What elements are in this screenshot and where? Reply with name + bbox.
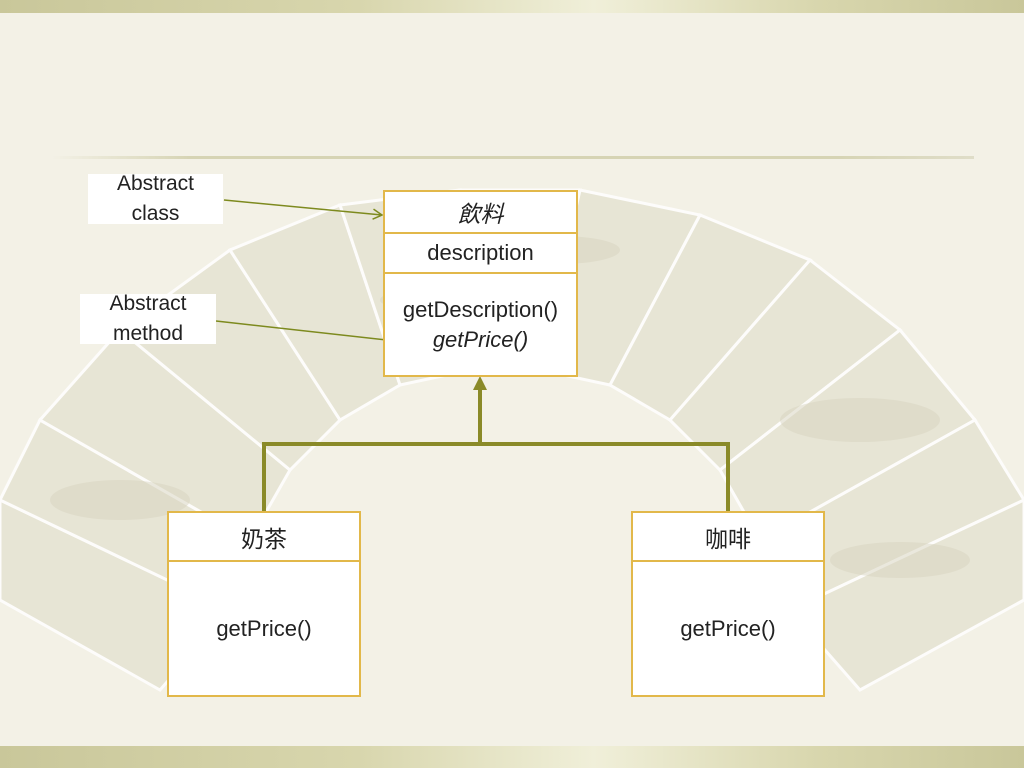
coffee-class-box: 咖啡 getPrice() xyxy=(631,511,825,697)
beverage-method-get-price-abstract: getPrice() xyxy=(432,326,529,352)
abstract-method-note-line-2: method xyxy=(112,322,184,345)
title-divider xyxy=(52,156,974,159)
beverage-class-name: 飲料 xyxy=(457,202,504,228)
top-accent-bar xyxy=(0,0,1024,13)
abstract-class-note-line-1: Abstract xyxy=(116,172,195,195)
milk-tea-class-name: 奶茶 xyxy=(241,526,287,553)
abstract-method-note: Abstract method xyxy=(80,292,216,345)
coffee-class-name: 咖啡 xyxy=(705,526,751,553)
bottom-accent-bar xyxy=(0,746,1024,768)
coffee-method-get-price: getPrice() xyxy=(633,560,823,695)
beverage-method-get-description: getDescription() xyxy=(402,296,559,322)
beverage-class-box: 飲料 description getDescription() getPrice… xyxy=(383,190,578,377)
beverage-attribute: description xyxy=(385,232,576,272)
milk-tea-method-get-price: getPrice() xyxy=(169,560,359,695)
abstract-class-note: Abstract class xyxy=(88,172,223,225)
milk-tea-class-box: 奶茶 getPrice() xyxy=(167,511,361,697)
beverage-methods: getDescription() getPrice() xyxy=(385,272,576,375)
abstract-method-note-line-1: Abstract xyxy=(109,292,187,315)
abstract-class-note-line-2: class xyxy=(131,202,180,225)
